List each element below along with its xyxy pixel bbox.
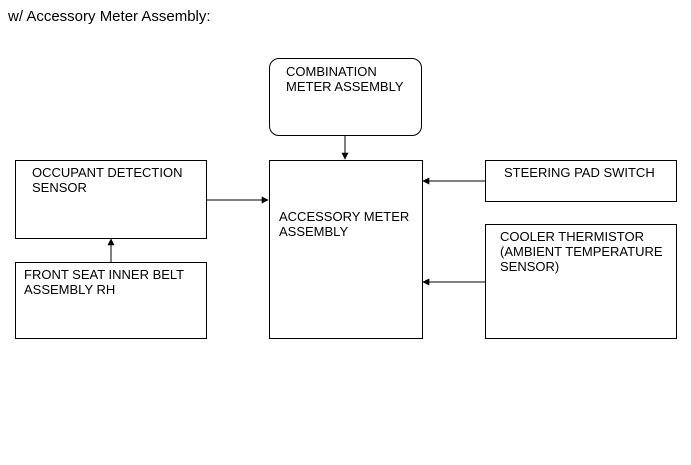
accessory-meter-label: ACCESSORY METER ASSEMBLY: [279, 209, 410, 239]
cooler-thermistor-box: COOLER THERMISTOR (AMBIENT TEMPERATURE S…: [485, 224, 677, 339]
occupant-detection-sensor-box: OCCUPANT DETECTION SENSOR: [15, 160, 207, 239]
occupant-detection-sensor-label: OCCUPANT DETECTION SENSOR: [32, 165, 183, 195]
cooler-thermistor-label: COOLER THERMISTOR (AMBIENT TEMPERATURE S…: [500, 229, 663, 274]
combination-meter-label: COMBINATION METER ASSEMBLY: [286, 64, 404, 94]
combination-meter-box: COMBINATION METER ASSEMBLY: [269, 58, 422, 136]
steering-pad-switch-label: STEERING PAD SWITCH: [504, 165, 655, 180]
diagram-caption: w/ Accessory Meter Assembly:: [8, 8, 211, 25]
accessory-meter-box: ACCESSORY METER ASSEMBLY: [269, 160, 423, 339]
steering-pad-switch-box: STEERING PAD SWITCH: [485, 160, 677, 202]
front-seat-inner-belt-label: FRONT SEAT INNER BELT ASSEMBLY RH: [24, 267, 185, 297]
front-seat-inner-belt-box: FRONT SEAT INNER BELT ASSEMBLY RH: [15, 262, 207, 339]
